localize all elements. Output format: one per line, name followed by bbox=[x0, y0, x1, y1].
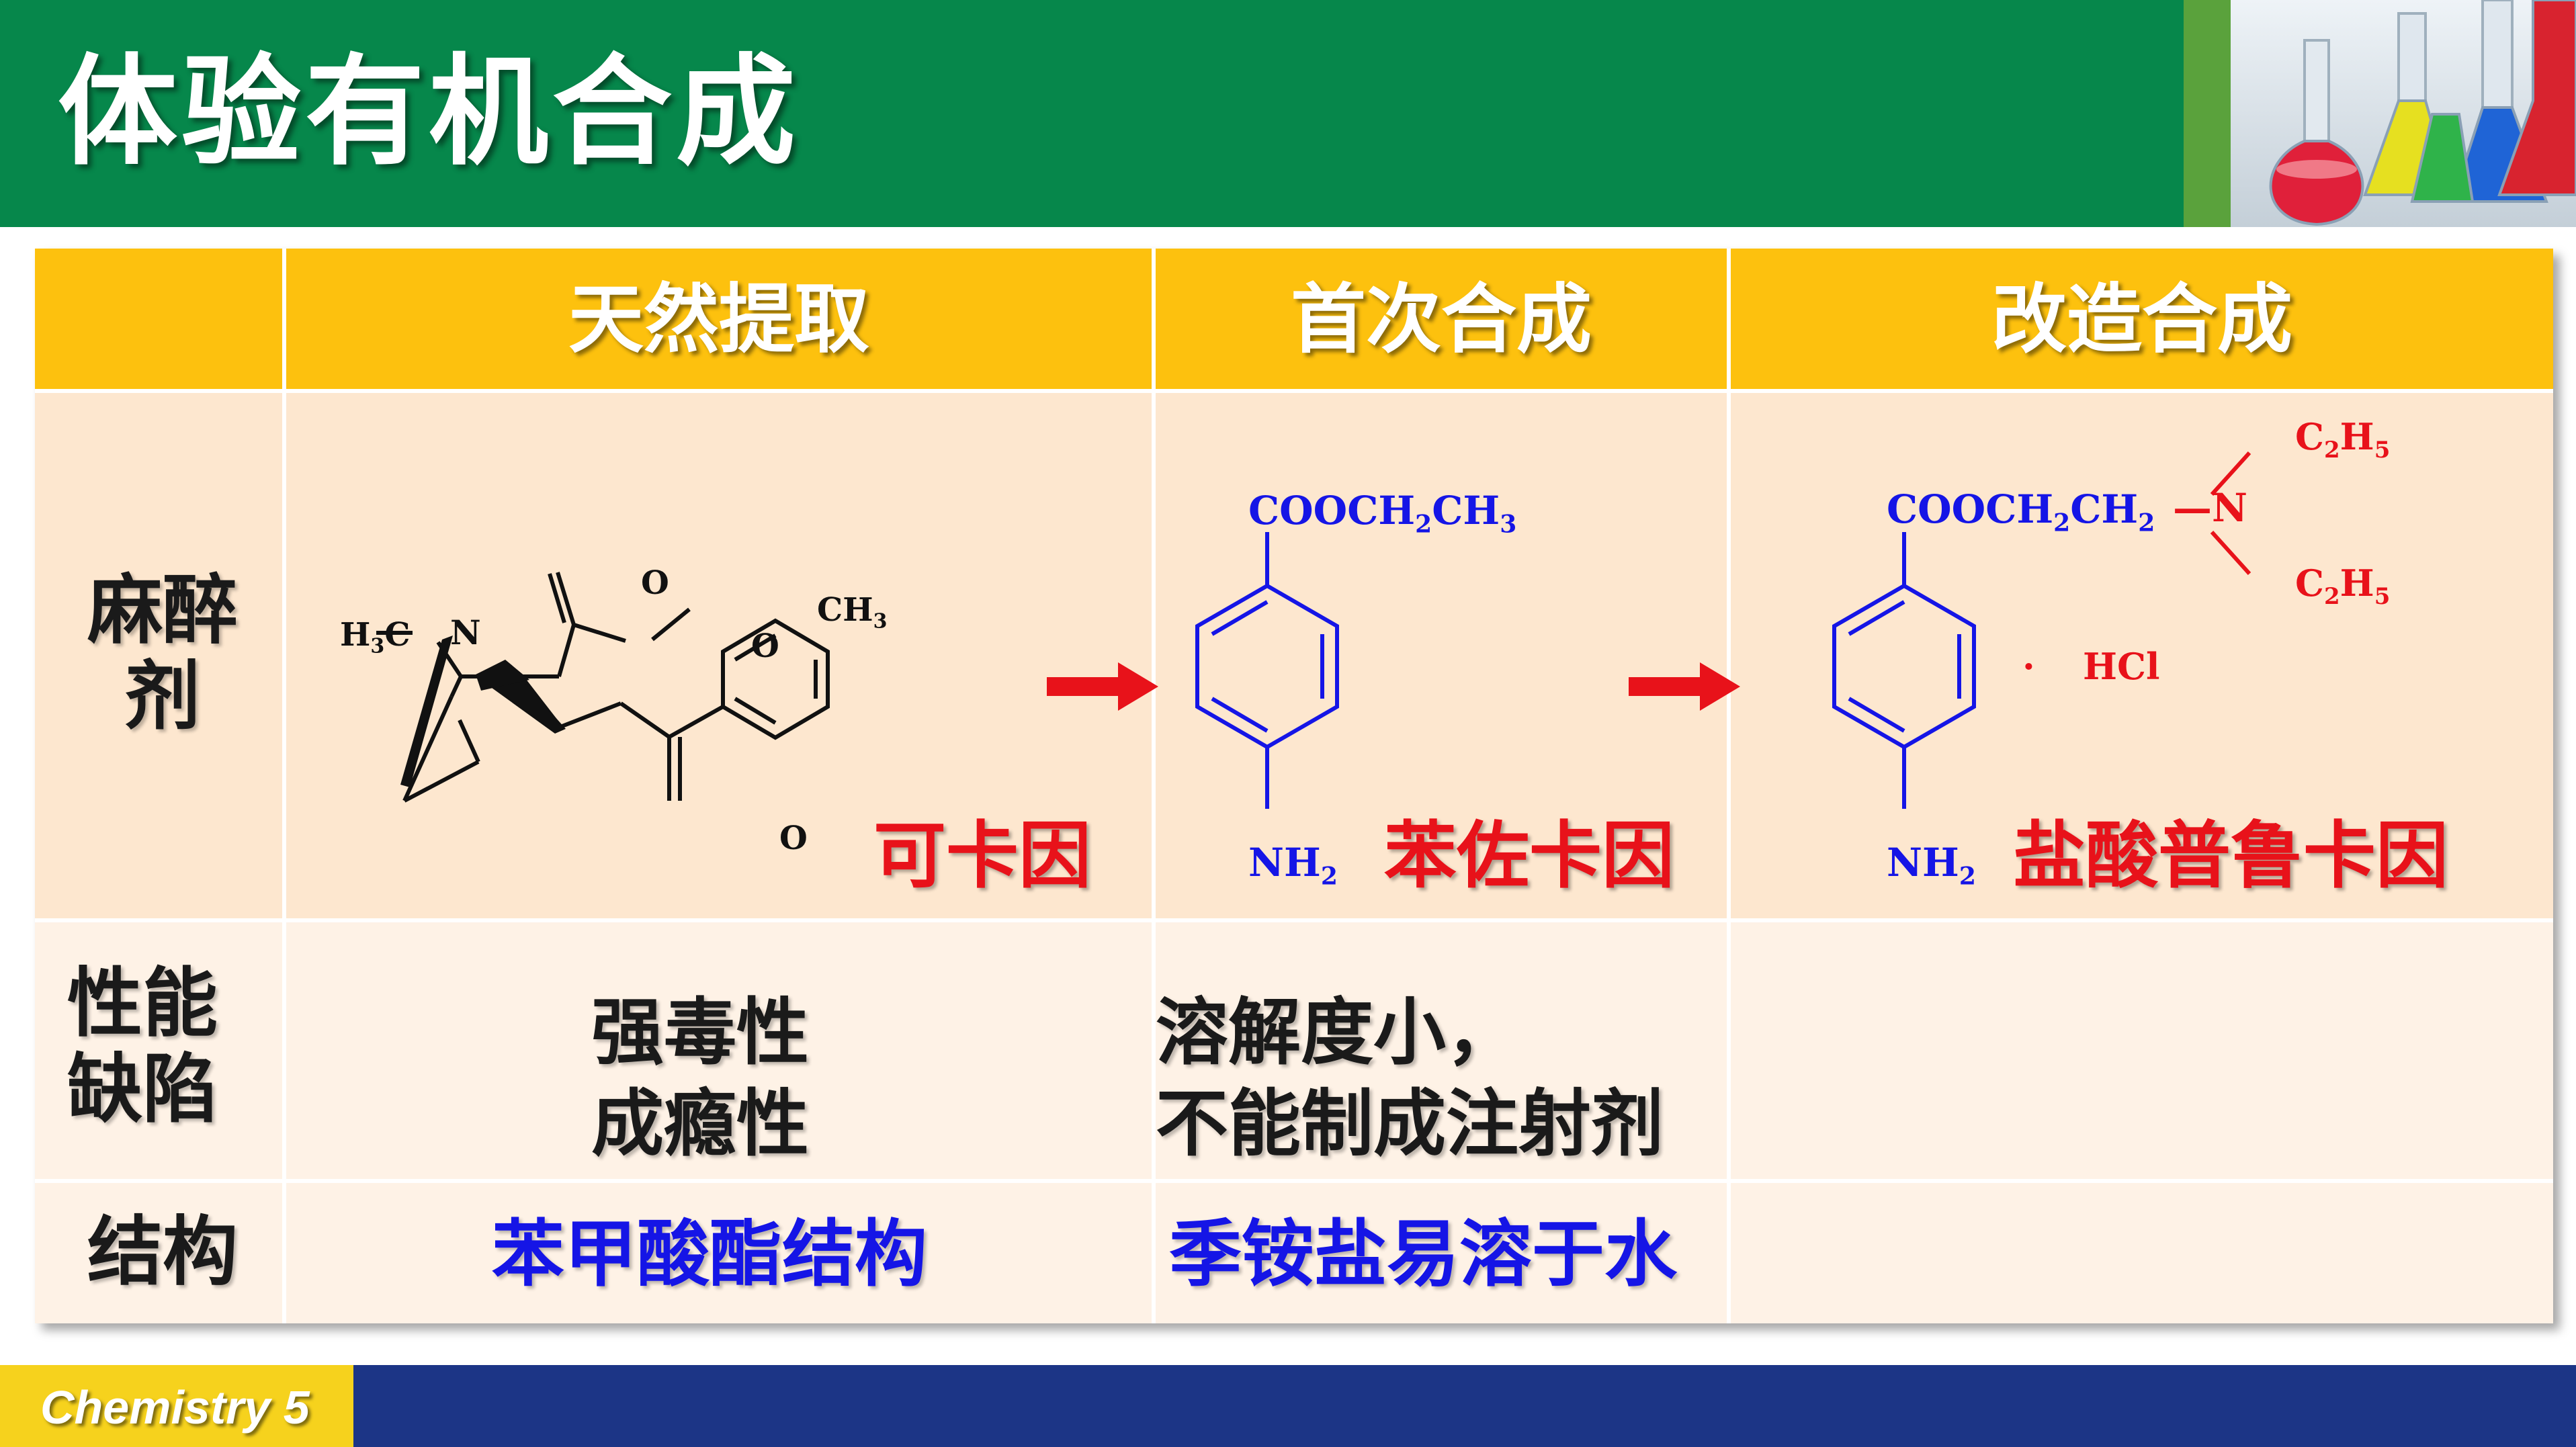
cocaine-carbonyl-o: O bbox=[641, 564, 669, 602]
header-bar bbox=[0, 0, 2576, 227]
subscript: 3 bbox=[370, 634, 385, 658]
row-label-defects: 性能缺陷 bbox=[67, 960, 218, 1133]
header-accent-stripe bbox=[2184, 0, 2231, 227]
drug-name-procaine-hcl: 盐酸普鲁卡因 bbox=[2013, 814, 2449, 898]
column-header-natural-extraction: 天然提取 bbox=[568, 276, 869, 363]
subscript: 2 bbox=[1415, 510, 1432, 539]
defect-addiction: 成瘾性 bbox=[591, 1082, 810, 1166]
atom-c: C bbox=[2295, 415, 2324, 458]
arrow-right-icon bbox=[1047, 662, 1158, 711]
group-nh: NH bbox=[1887, 840, 1959, 885]
cocaine-ketone-o: O bbox=[779, 820, 808, 857]
benzocaine-amine-label: NH2 bbox=[1248, 840, 1338, 891]
lab-flasks-image bbox=[2231, 0, 2576, 227]
subscript: 2 bbox=[2323, 582, 2340, 610]
benzocaine-structure-diagram bbox=[1195, 532, 1339, 809]
subscript: 3 bbox=[1500, 510, 1517, 539]
group-ch: CH bbox=[1432, 488, 1500, 533]
group-cooch: COOCH bbox=[1887, 486, 2054, 532]
cocaine-structure-diagram bbox=[376, 572, 830, 803]
table-row-defects bbox=[35, 920, 2553, 1181]
atom-h: H bbox=[2339, 415, 2374, 458]
cocaine-h3c-label: H3C bbox=[340, 616, 410, 658]
atom-c: C bbox=[384, 616, 411, 654]
atom-h: H bbox=[340, 616, 371, 654]
cocaine-ch3-label: CH3 bbox=[817, 591, 887, 633]
atom-n: N bbox=[2212, 485, 2248, 531]
subscript: 5 bbox=[2374, 436, 2391, 464]
defect-toxicity: 强毒性 bbox=[591, 991, 810, 1075]
comparison-table: 天然提取 首次合成 改造合成 麻醉剂 性能缺陷 结构 可卡因 苯佐卡因 盐酸普鲁… bbox=[35, 249, 2553, 1323]
row-label-structure: 结构 bbox=[87, 1209, 238, 1296]
group-cooch: COOCH bbox=[1248, 488, 1416, 533]
column-header-modified-synthesis: 改造合成 bbox=[1991, 276, 2292, 363]
arrow-right-icon bbox=[1629, 662, 1740, 711]
structure-benzoate-ester: 苯甲酸酯结构 bbox=[492, 1213, 928, 1297]
structure-quaternary-ammonium: 季铵盐易溶于水 bbox=[1169, 1213, 1678, 1297]
subscript: 2 bbox=[2053, 509, 2071, 537]
bond-dash: — bbox=[2173, 485, 2212, 531]
procaine-hcl-label: HCl bbox=[2083, 645, 2160, 688]
grid-divider bbox=[35, 1179, 2553, 1183]
atom-c: C bbox=[2295, 562, 2324, 605]
page-title: 体验有机合成 bbox=[58, 42, 800, 181]
procaine-dot: · bbox=[2022, 645, 2035, 688]
group-nh: NH bbox=[1248, 840, 1321, 885]
row-label-anesthetic: 麻醉剂 bbox=[87, 567, 238, 740]
table-row-structure bbox=[35, 1181, 2553, 1323]
atom-h: H bbox=[2339, 562, 2374, 605]
defect-not-injectable: 不能制成注射剂 bbox=[1156, 1082, 1664, 1166]
procaine-ester-chain-label: COOCH2CH2 bbox=[1887, 486, 2155, 537]
procaine-ethyl-top-label: C2H5 bbox=[2295, 415, 2390, 464]
table-header-row bbox=[35, 249, 2553, 391]
subscript: 3 bbox=[873, 609, 888, 633]
footer-tab bbox=[0, 1365, 353, 1447]
table-row-anesthetic bbox=[35, 391, 2553, 920]
grid-divider bbox=[282, 249, 286, 1323]
subscript: 2 bbox=[2138, 509, 2155, 537]
subscript: 5 bbox=[2374, 582, 2391, 610]
grid-divider bbox=[1152, 249, 1156, 1323]
subscript: 2 bbox=[1320, 862, 1338, 891]
procaine-amine-label: NH2 bbox=[1887, 840, 1976, 891]
column-header-first-synthesis: 首次合成 bbox=[1291, 276, 1592, 363]
benzocaine-ester-label: COOCH2CH3 bbox=[1248, 488, 1516, 539]
grid-divider bbox=[35, 389, 2553, 393]
cocaine-ester-o: O bbox=[751, 627, 779, 665]
cocaine-n-atom: N bbox=[450, 613, 481, 652]
footer-label: Chemistry 5 bbox=[40, 1381, 310, 1434]
footer-bar bbox=[0, 1365, 2576, 1447]
group-ch: CH bbox=[2070, 486, 2139, 532]
subscript: 2 bbox=[1959, 862, 1976, 891]
grid-divider bbox=[1727, 249, 1731, 1323]
atom-ch: CH bbox=[817, 591, 873, 629]
procaine-n-bond-label: —N bbox=[2173, 485, 2247, 531]
subscript: 2 bbox=[2323, 436, 2340, 464]
procaine-structure-diagram bbox=[1832, 451, 2251, 809]
grid-divider bbox=[35, 918, 2553, 922]
drug-name-benzocaine: 苯佐卡因 bbox=[1384, 814, 1675, 898]
procaine-ethyl-bottom-label: C2H5 bbox=[2295, 562, 2390, 610]
drug-name-cocaine: 可卡因 bbox=[873, 814, 1092, 898]
defect-low-solubility: 溶解度小， bbox=[1156, 991, 1519, 1075]
